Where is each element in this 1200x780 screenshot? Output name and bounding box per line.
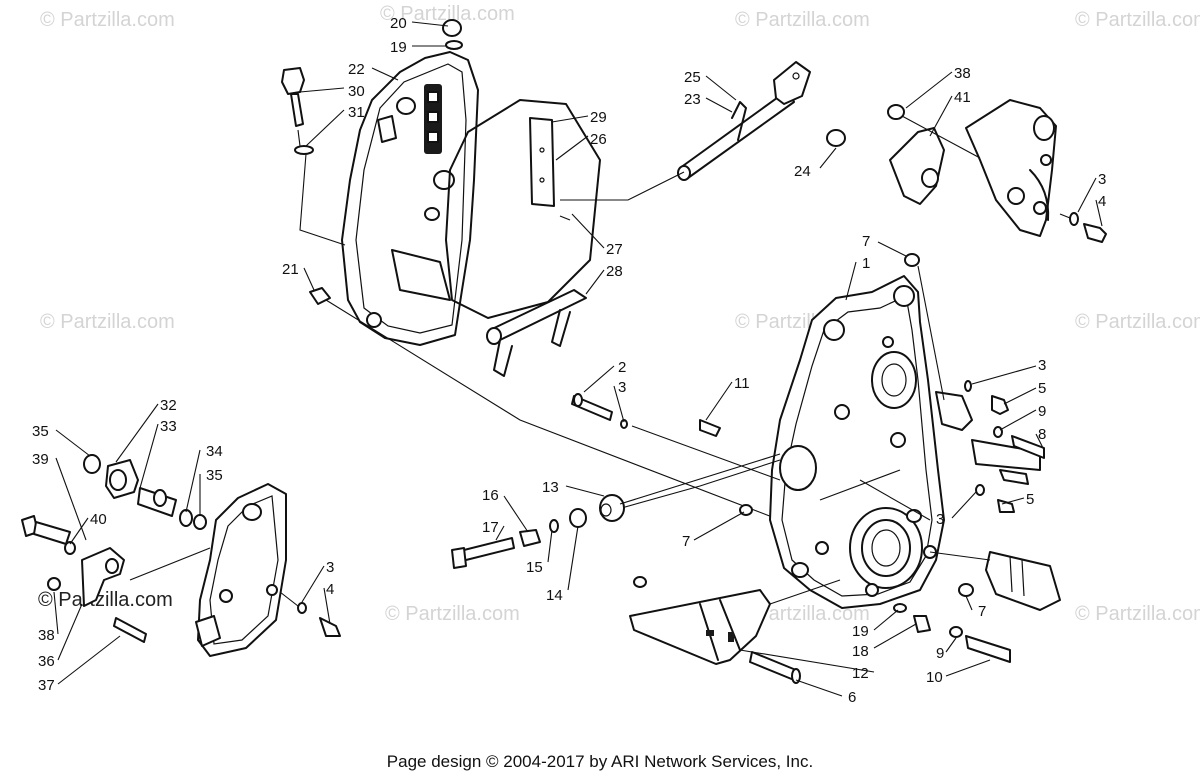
callout-24: 24 (794, 163, 811, 180)
callout-2: 2 (618, 359, 626, 376)
callout-39: 39 (32, 451, 49, 468)
callout-16: 16 (482, 487, 499, 504)
callout-31: 31 (348, 104, 365, 121)
callout-labels: 20 19 22 30 31 25 23 24 29 26 27 28 21 3… (32, 15, 1106, 706)
callout-33: 33 (160, 418, 177, 435)
callout-19: 19 (852, 623, 869, 640)
watermark: © Partzilla.com (1075, 9, 1200, 31)
callout-40: 40 (90, 511, 107, 528)
callout-27: 27 (606, 241, 623, 258)
watermark-dark: © Partzilla.com (38, 589, 173, 611)
callout-13: 13 (542, 479, 559, 496)
callout-6: 6 (848, 689, 856, 706)
watermark: © Partzilla.com (40, 9, 175, 31)
page-footer: Page design © 2004-2017 by ARI Network S… (386, 752, 814, 771)
hardware (599, 380, 1045, 663)
watermark: © Partzilla.com (385, 603, 520, 625)
callout-19: 19 (390, 39, 407, 56)
callout-14: 14 (546, 587, 563, 604)
callout-8: 8 (1038, 426, 1046, 443)
callout-22: 22 (348, 61, 365, 78)
callout-3: 3 (936, 511, 944, 528)
callout-7: 7 (978, 603, 986, 620)
callout-leaders (53, 21, 1103, 697)
callout-32: 32 (160, 397, 177, 414)
callout-3: 3 (1038, 357, 1046, 374)
callout-25: 25 (684, 69, 701, 86)
callout-3: 3 (326, 559, 334, 576)
callout-21: 21 (282, 261, 299, 278)
callout-38: 38 (38, 627, 55, 644)
watermark: © Partzilla.com (40, 311, 175, 333)
callout-35: 35 (32, 423, 49, 440)
shift-shaft (560, 61, 846, 201)
chain-case-cover (281, 19, 479, 346)
callout-5: 5 (1026, 491, 1034, 508)
callout-9: 9 (936, 645, 944, 662)
callout-3: 3 (618, 379, 626, 396)
bolt-21 (309, 287, 781, 521)
chain-guard (629, 579, 841, 684)
watermark: © Partzilla.com (735, 9, 870, 31)
pivot-pin (486, 215, 587, 377)
callout-41: 41 (954, 89, 971, 106)
callout-36: 36 (38, 653, 55, 670)
callout-4: 4 (1098, 193, 1106, 210)
callout-28: 28 (606, 263, 623, 280)
callout-7: 7 (682, 533, 690, 550)
sprocket-cover (21, 454, 341, 657)
bolts-2-11 (571, 393, 781, 481)
callout-18: 18 (852, 643, 869, 660)
callout-35: 35 (206, 467, 223, 484)
callout-4: 4 (326, 581, 334, 598)
watermark: © Partzilla.com (1075, 603, 1200, 625)
callout-30: 30 (348, 83, 365, 100)
watermark: © Partzilla.com (380, 3, 515, 25)
callout-20: 20 (390, 15, 407, 32)
callout-15: 15 (526, 559, 543, 576)
watermarks: © Partzilla.com © Partzilla.com © Partzi… (38, 3, 1200, 625)
callout-10: 10 (926, 669, 943, 686)
callout-37: 37 (38, 677, 55, 694)
callout-29: 29 (590, 109, 607, 126)
callout-7: 7 (862, 233, 870, 250)
chain-case-housing (633, 253, 1061, 611)
callout-1: 1 (862, 255, 870, 272)
callout-12: 12 (852, 665, 869, 682)
callout-23: 23 (684, 91, 701, 108)
callout-38: 38 (954, 65, 971, 82)
callout-34: 34 (206, 443, 223, 460)
callout-11: 11 (734, 375, 750, 392)
callout-9: 9 (1038, 403, 1046, 420)
callout-5: 5 (1038, 380, 1046, 397)
callout-26: 26 (590, 131, 607, 148)
tensioner-bracket (887, 99, 1107, 243)
callout-3: 3 (1098, 171, 1106, 188)
watermark: © Partzilla.com (1075, 311, 1200, 333)
adjuster-bolt (451, 453, 781, 569)
callout-17: 17 (482, 519, 499, 536)
